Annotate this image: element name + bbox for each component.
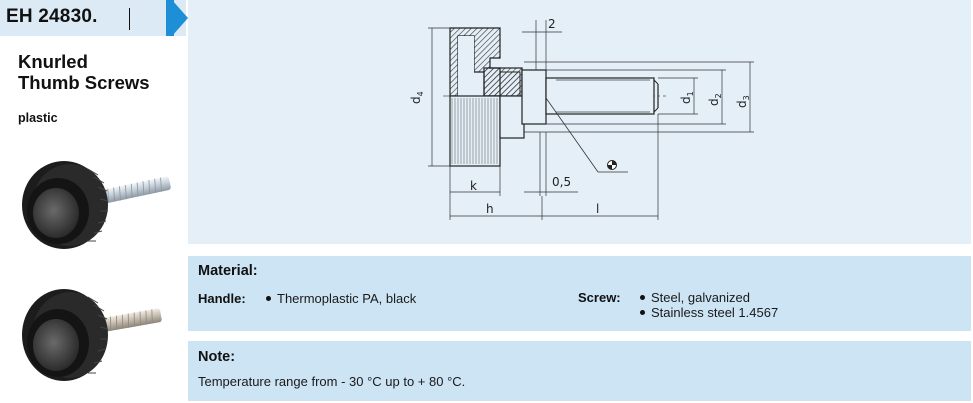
product-variant: plastic — [18, 111, 58, 125]
arrow-tab-base — [166, 0, 174, 36]
bullet-icon — [266, 296, 271, 301]
label-d3: d3 — [735, 95, 751, 108]
dim-chamfer — [524, 132, 578, 196]
product-photo-galvanized — [22, 161, 171, 249]
leader-symbol — [545, 97, 628, 173]
bullet-icon — [640, 310, 645, 315]
label-chamfer: 0,5 — [552, 175, 571, 189]
dim-k — [449, 166, 501, 220]
screw-shank — [521, 69, 659, 125]
knob-knurl — [449, 95, 525, 167]
screw-label: Screw: — [578, 290, 621, 305]
screw-material-item: Stainless steel 1.4567 — [640, 305, 778, 320]
note-text: Temperature range from - 30 °C up to + 8… — [198, 374, 466, 389]
technical-drawing-panel: d4 d1 d2 d3 2 — [188, 0, 971, 244]
product-photo-stainless — [22, 289, 162, 381]
product-name: Knurled Thumb Screws — [18, 51, 183, 93]
label-h: h — [486, 202, 494, 216]
technical-drawing: d4 d1 d2 d3 2 — [409, 17, 754, 220]
label-gap: 2 — [548, 17, 556, 31]
product-code-bar — [0, 0, 186, 36]
dim-gap — [522, 20, 562, 70]
note-panel: Note: Temperature range from - 30 °C up … — [188, 341, 971, 401]
dim-h-l — [450, 114, 659, 220]
product-code: EH 24830. — [6, 6, 98, 27]
label-k: k — [470, 179, 477, 193]
label-l: l — [596, 202, 599, 216]
material-panel: Material: Handle: Thermoplastic PA, blac… — [188, 256, 971, 331]
product-name-line-1: Knurled — [18, 51, 88, 72]
dim-d1-d2-d3 — [524, 61, 754, 133]
material-heading: Material: — [198, 263, 258, 279]
product-name-line-2: Thumb Screws — [18, 72, 150, 93]
handle-material-item: Thermoplastic PA, black — [266, 291, 416, 306]
dim-d4 — [428, 27, 450, 167]
screw-material-item: Steel, galvanized — [640, 290, 750, 305]
text-cursor — [129, 8, 130, 30]
knob-section — [449, 27, 523, 97]
chevron-right-icon — [172, 0, 188, 36]
handle-label: Handle: — [198, 291, 246, 306]
note-heading: Note: — [198, 349, 236, 365]
label-d1: d1 — [679, 91, 695, 104]
bullet-icon — [640, 295, 645, 300]
label-d4: d4 — [409, 91, 425, 104]
label-d2: d2 — [707, 93, 723, 106]
